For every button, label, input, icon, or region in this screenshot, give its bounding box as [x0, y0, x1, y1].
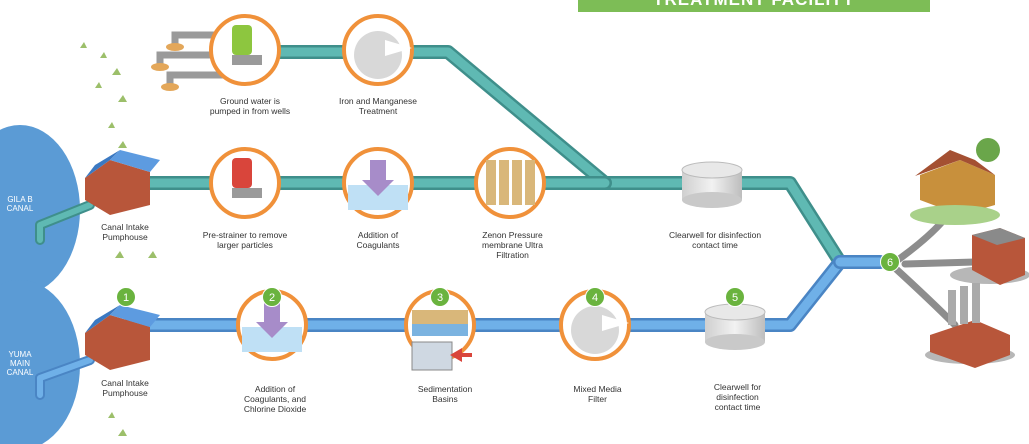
process-circle-coagulants — [342, 147, 414, 219]
label-coag-chlorine: Addition of Coagulants, and Chlorine Dio… — [243, 384, 307, 414]
step-badge-2: 2 — [262, 287, 282, 307]
label-lower-clearwell: Clearwell for disinfection contact time — [713, 382, 762, 412]
step-badge-3: 3 — [430, 287, 450, 307]
process-circle-coag-chlorine — [236, 289, 308, 361]
house-destination — [910, 138, 1000, 225]
label-upper-clearwell: Clearwell for disinfection contact time — [668, 230, 762, 250]
label-sedimentation: Sedimentation Basins — [417, 384, 473, 404]
gila-canal — [0, 125, 80, 295]
treatment-facility-banner: TREATMENT FACILITY — [578, 0, 930, 12]
step-badge-5: 5 — [725, 287, 745, 307]
label-coagulants: Addition of Coagulants — [356, 230, 400, 250]
process-circle-prestrainer — [209, 147, 281, 219]
process-circle-iron — [342, 14, 414, 86]
yuma-canal-label: YUMA MAIN CANAL — [6, 350, 34, 377]
process-circle-groundwater — [209, 14, 281, 86]
step-badge-6: 6 — [880, 252, 900, 272]
label-prestrainer: Pre-strainer to remove larger particles — [202, 230, 288, 250]
process-circle-zenon — [474, 147, 546, 219]
label-zenon: Zenon Pressure membrane Ultra Filtration — [482, 230, 543, 260]
blue-pipe-network — [35, 255, 887, 400]
factory-destination — [925, 283, 1015, 368]
label-lower-intake: Canal Intake Pumphouse — [101, 378, 149, 398]
yuma-canal — [0, 280, 80, 444]
step-badge-4: 4 — [585, 287, 605, 307]
building-destination — [950, 228, 1029, 285]
upper-pumphouse — [85, 150, 160, 215]
label-upper-intake: Canal Intake Pumphouse — [101, 222, 149, 242]
lower-pumphouse — [85, 305, 160, 370]
process-circle-sedimentation — [404, 289, 476, 371]
grass-tufts — [80, 42, 157, 436]
upper-clearwell-tank — [681, 161, 743, 208]
label-iron-manganese: Iron and Manganese Treatment — [339, 96, 417, 116]
gila-canal-label: GILA B CANAL — [6, 195, 34, 213]
label-mixed-media: Mixed Media Filter — [573, 384, 622, 404]
label-groundwater: Ground water is pumped in from wells — [209, 96, 291, 116]
step-badge-1: 1 — [116, 287, 136, 307]
lower-clearwell-tank — [704, 303, 766, 350]
well-heads — [151, 43, 184, 91]
